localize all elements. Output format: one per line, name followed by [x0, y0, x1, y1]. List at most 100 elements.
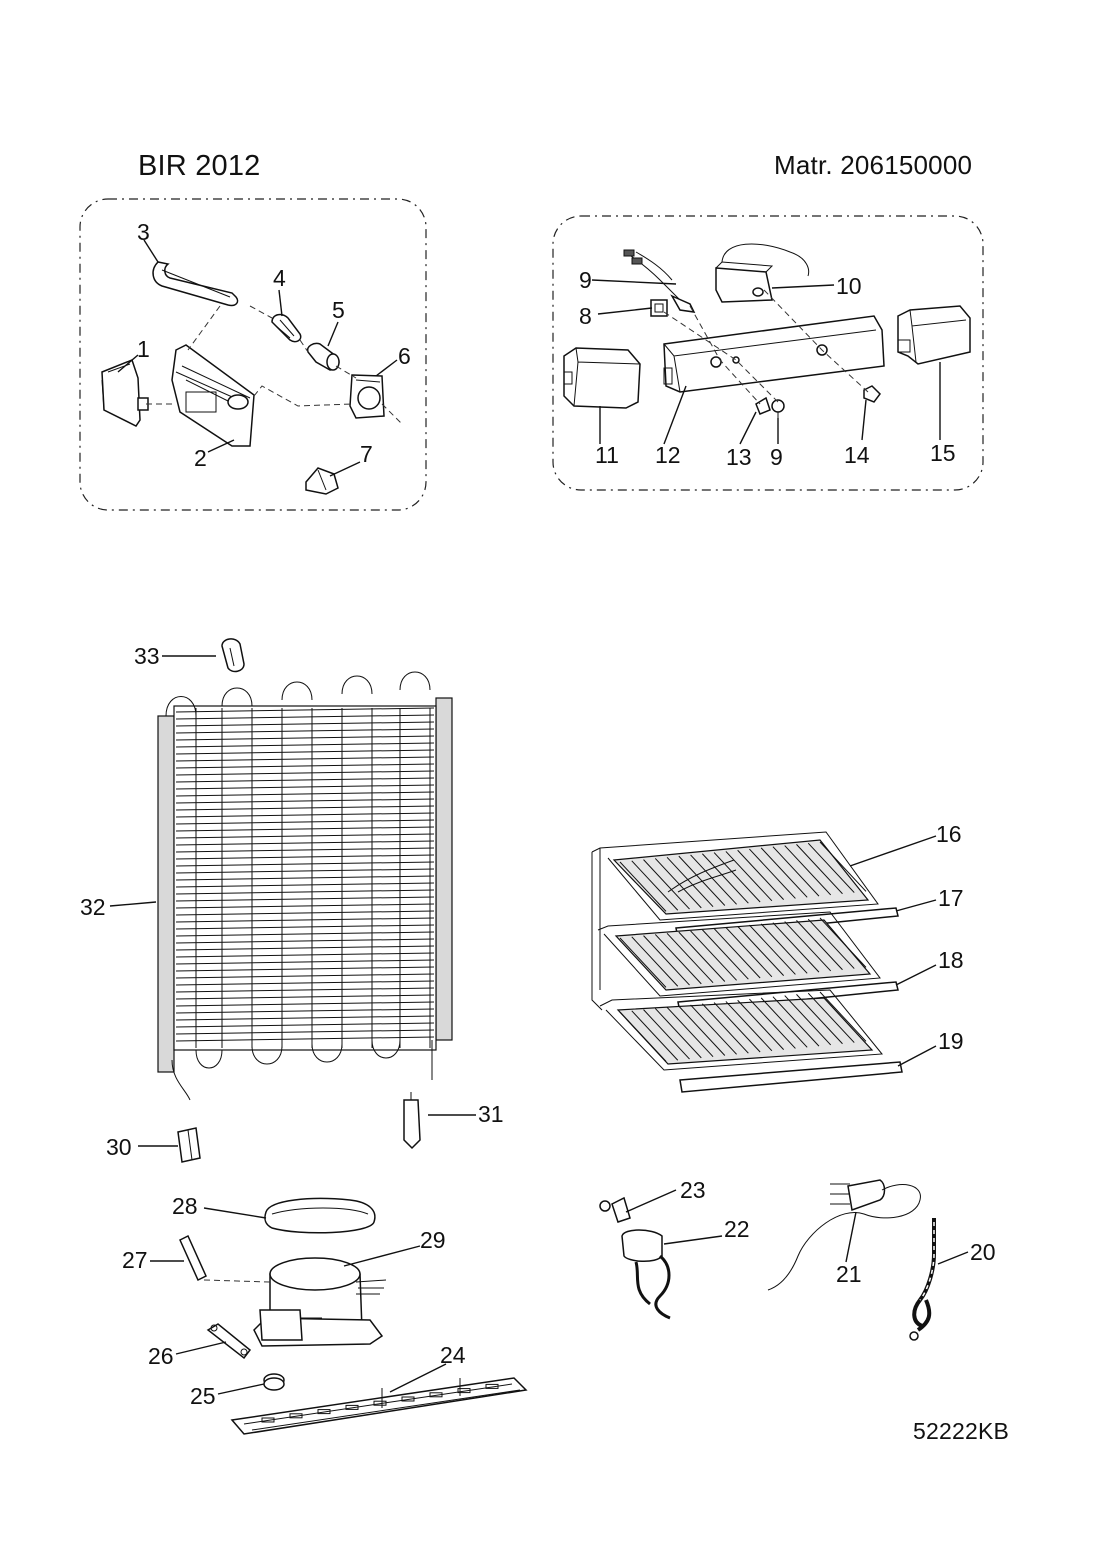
- callout-12: 12: [655, 442, 681, 468]
- hatch-line: [819, 991, 867, 1042]
- part-28-tray[interactable]: [264, 1197, 376, 1234]
- hatch-line: [175, 763, 435, 769]
- callout-31: 31: [478, 1101, 504, 1127]
- hatch-line: [175, 805, 435, 811]
- hatch-line: [175, 791, 435, 797]
- part-1-plate[interactable]: [101, 359, 149, 427]
- part-18-evaporator-shelf[interactable]: [597, 911, 899, 1013]
- part-20-harness[interactable]: [909, 1218, 936, 1341]
- part-2-lamp-housing[interactable]: [171, 344, 255, 447]
- hatch-line: [784, 995, 832, 1046]
- part-22-capacitor[interactable]: [621, 1229, 671, 1320]
- part-26-bracket[interactable]: [206, 1323, 252, 1360]
- hatch-line: [175, 812, 435, 818]
- hatch-line: [701, 853, 749, 904]
- callout-30: 30: [106, 1134, 132, 1160]
- hatch-line: [713, 1002, 761, 1053]
- part-27-tube[interactable]: [179, 1234, 207, 1282]
- callout-10: 10: [836, 273, 862, 299]
- callout-3: 3: [137, 219, 150, 245]
- hatch-line: [631, 936, 679, 987]
- part-14-knob[interactable]: [863, 385, 881, 403]
- hatch-line: [175, 973, 435, 979]
- callout-6: 6: [398, 343, 411, 369]
- part-29-compressor[interactable]: [253, 1257, 387, 1347]
- part-33-knob[interactable]: [221, 638, 245, 673]
- hatch-line: [175, 1015, 435, 1021]
- hatch-line: [175, 938, 435, 944]
- part-13-knob[interactable]: [755, 396, 771, 415]
- callout-23: 23: [680, 1177, 706, 1203]
- part-21-power-cord[interactable]: [767, 1179, 921, 1291]
- hatch-line: [175, 980, 435, 986]
- hatch-line: [175, 784, 435, 790]
- hatch-line: [175, 882, 435, 888]
- hatch-line: [175, 966, 435, 972]
- part-16-evaporator-shelf[interactable]: [591, 831, 879, 1011]
- hatch-line: [772, 846, 820, 897]
- part-32-condenser[interactable]: [157, 671, 453, 1101]
- callout-8: 8: [579, 303, 592, 329]
- part-5-lamp-holder[interactable]: [306, 342, 340, 371]
- hatch-line: [749, 924, 796, 975]
- part-30-sleeve[interactable]: [177, 1127, 201, 1163]
- hatch-line: [678, 855, 726, 906]
- callout-33: 33: [134, 643, 160, 669]
- hatch-line: [175, 854, 435, 860]
- part-12-control-housing[interactable]: [663, 315, 885, 393]
- plate-slot: [457, 1388, 471, 1394]
- part-4-bulb[interactable]: [271, 313, 302, 343]
- part-15-end-cover[interactable]: [897, 305, 971, 365]
- hatch-line: [175, 1022, 435, 1028]
- hatch-line: [175, 819, 435, 825]
- hatch-line: [666, 1006, 714, 1058]
- hatch-line: [175, 728, 435, 734]
- part-25-grommet[interactable]: [263, 1373, 285, 1391]
- part-24-base-plate[interactable]: [230, 1377, 528, 1435]
- hatch-line: [643, 935, 690, 986]
- hatch-line: [175, 826, 435, 832]
- hatch-line: [175, 735, 435, 741]
- hatch-line: [737, 925, 785, 976]
- hatch-line: [819, 917, 867, 968]
- hatch-line: [175, 714, 435, 720]
- hatch-line: [175, 1029, 435, 1035]
- hatch-line: [737, 849, 785, 900]
- hatch-line: [619, 861, 667, 912]
- callout-7: 7: [360, 441, 373, 467]
- part-7-clip[interactable]: [305, 467, 339, 495]
- hatch-line: [796, 920, 843, 971]
- hatch-line: [175, 924, 435, 930]
- hatch-line: [713, 852, 761, 903]
- hatch-line: [631, 1010, 679, 1061]
- part-10-thermostat[interactable]: [715, 243, 810, 303]
- plate-slot: [289, 1413, 303, 1419]
- plate-slot: [485, 1383, 499, 1389]
- hatch-line: [807, 992, 855, 1043]
- hatch-line: [175, 875, 435, 881]
- part-23-clamp[interactable]: [599, 1196, 631, 1223]
- hatch-line: [175, 847, 435, 853]
- hatch-line: [807, 842, 855, 893]
- hatch-line: [175, 952, 435, 958]
- part-8-connector[interactable]: [650, 299, 668, 317]
- hatch-line: [654, 934, 702, 985]
- hatch-line: [654, 1008, 702, 1059]
- hatch-line: [175, 945, 435, 951]
- hatch-line: [175, 903, 435, 909]
- hatch-line: [175, 889, 435, 895]
- group-box-thermostat: [552, 215, 984, 491]
- part-9-lamp-small[interactable]: [771, 399, 785, 418]
- hatch-line: [175, 987, 435, 993]
- part-31-drier[interactable]: [403, 1092, 421, 1150]
- hatch-line: [784, 845, 832, 896]
- part-9-wire-sensor[interactable]: [623, 249, 696, 313]
- part-19-evaporator-shelf[interactable]: [599, 989, 903, 1093]
- page-title: BIR 2012: [138, 150, 261, 182]
- part-11-end-cover[interactable]: [563, 347, 641, 409]
- hatch-line: [690, 1004, 737, 1055]
- part-3-lamp-cover[interactable]: [152, 261, 239, 307]
- hatch-line: [725, 927, 773, 978]
- part-6-bracket[interactable]: [349, 374, 385, 419]
